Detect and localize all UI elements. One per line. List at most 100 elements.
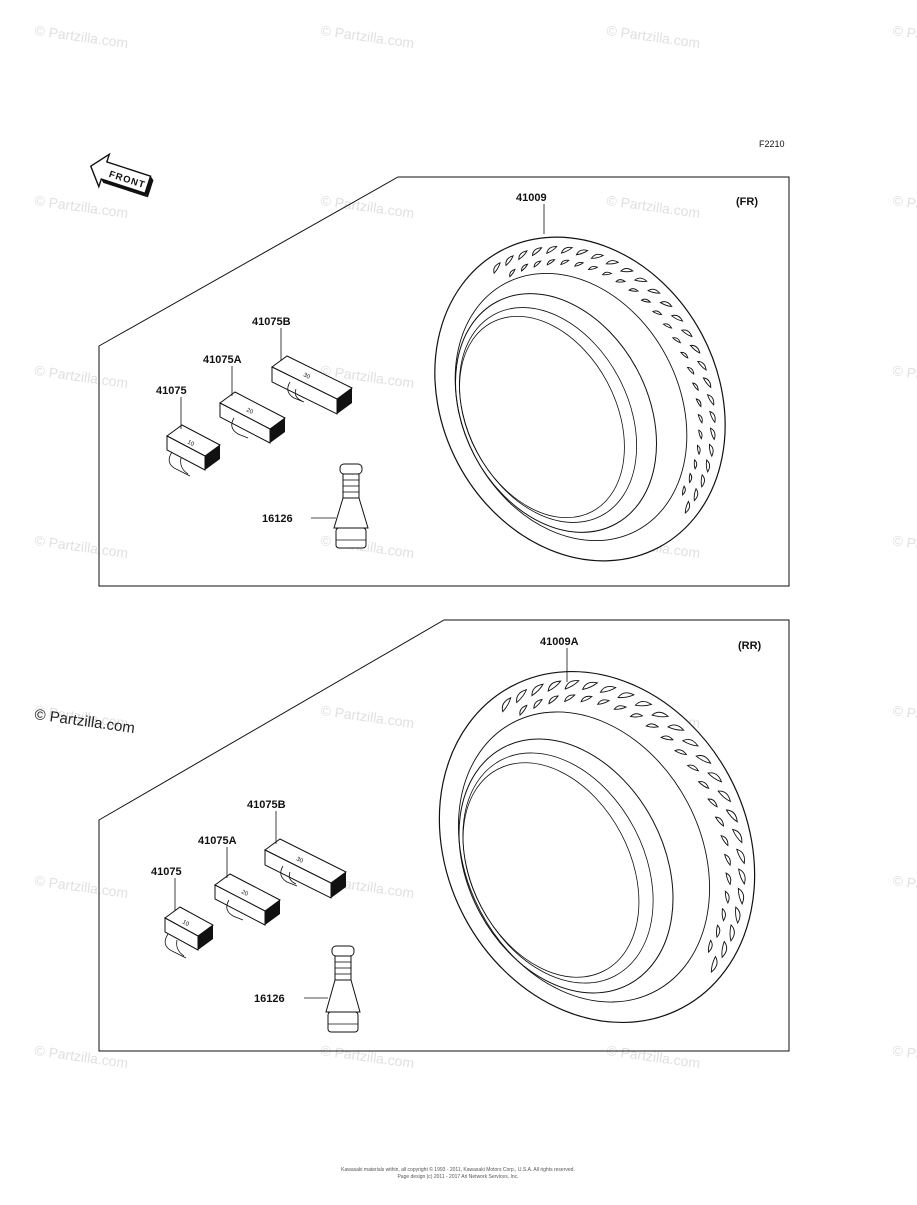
tread-block (709, 410, 716, 424)
tread-block (698, 429, 703, 440)
front-weight-41075-mark: 10 (186, 439, 195, 448)
tread-block (720, 835, 729, 847)
rear-valve-stem[interactable] (325, 945, 361, 1033)
tread-block (629, 713, 644, 718)
tread-block (689, 344, 701, 354)
copyright-line-2: Page design (c) 2011 - 2017 Ari Network … (397, 1174, 518, 1180)
front-panel-frame (98, 176, 790, 587)
rear-valve-part-number: 16126 (254, 993, 285, 1005)
tread-block (493, 261, 501, 275)
tread-block (564, 694, 576, 703)
tread-block (519, 704, 528, 717)
tread-block (696, 444, 701, 456)
tread-block (662, 323, 673, 329)
tread-block (693, 487, 699, 502)
rear-tire[interactable] (379, 616, 815, 1078)
rear-weight-41075a-mark: 20 (240, 889, 249, 898)
tread-block (521, 263, 529, 272)
watermark-repeat: © Partzilla.com (320, 1042, 416, 1071)
tread-block (697, 781, 710, 790)
tread-block (686, 764, 700, 772)
front-position-label: (FR) (736, 196, 758, 208)
tread-block (634, 701, 653, 707)
tread-block (729, 923, 735, 942)
tread-block (547, 680, 562, 692)
tread-block (651, 711, 670, 718)
watermark-repeat: © Partzilla.com (34, 1042, 130, 1071)
watermark-repeat: © Partzilla.com (892, 192, 917, 221)
tread-block (738, 868, 746, 885)
tread-block (580, 695, 593, 703)
tread-block (680, 329, 693, 338)
watermark-repeat: © Partzilla.com (34, 192, 130, 221)
tread-block (619, 268, 634, 273)
tread-block (660, 735, 674, 741)
tread-block (714, 816, 725, 827)
watermark-repeat: © Partzilla.com (892, 22, 917, 51)
tread-block (670, 314, 684, 322)
tread-block (518, 250, 528, 261)
front-weight-41075[interactable]: 10 (166, 424, 221, 477)
front-weight-41075b-part-number: 41075B (252, 316, 291, 328)
tread-block (575, 249, 589, 256)
tread-block (688, 472, 693, 484)
front-weight-41075b-mark: 30 (302, 372, 311, 381)
tread-block (671, 337, 682, 344)
tread-block (546, 259, 556, 266)
tread-block (682, 485, 686, 496)
tread-block (716, 924, 721, 939)
tread-block (737, 887, 745, 905)
tread-block (581, 681, 599, 691)
rear-weight-41075b[interactable]: 30 (264, 838, 347, 899)
tread-block (573, 261, 585, 267)
tread-block (651, 310, 663, 316)
tread-block (707, 939, 713, 954)
tread-block (731, 828, 743, 844)
front-valve-stem[interactable] (333, 463, 369, 549)
rear-weight-41075-mark: 10 (181, 919, 190, 928)
front-tire-tread (493, 246, 716, 514)
tread-block (509, 268, 516, 278)
front-panel: (FR) 41009 30 41075B 20 (98, 176, 790, 612)
tread-block (533, 260, 542, 268)
watermark-repeat: © Partzilla.com (320, 22, 416, 51)
watermark-repeat: © Partzilla.com (34, 22, 130, 51)
tread-block (587, 266, 599, 271)
tread-block (605, 260, 620, 265)
rear-weight-41075-part-number: 41075 (151, 866, 182, 878)
tread-block (724, 890, 730, 905)
rear-weight-41075a[interactable]: 20 (214, 873, 281, 926)
tread-block (615, 279, 627, 283)
watermark-repeat: © Partzilla.com (892, 362, 917, 391)
tread-block (659, 301, 673, 307)
watermark-repeat: © Partzilla.com (34, 872, 130, 901)
tread-block (697, 413, 703, 424)
front-weight-41075a-part-number: 41075A (203, 354, 242, 366)
watermark-repeat: © Partzilla.com (892, 702, 917, 731)
watermark-repeat: © Partzilla.com (606, 22, 702, 51)
tread-block (721, 907, 726, 922)
tread-block (725, 809, 738, 823)
rear-panel-frame (98, 619, 790, 1052)
tread-block (707, 772, 723, 783)
front-weight-41075a[interactable]: 20 (219, 391, 286, 444)
tread-block (736, 848, 745, 865)
tread-block (548, 695, 559, 705)
rear-weight-41075[interactable]: 10 (164, 906, 214, 959)
tread-block (710, 955, 718, 973)
tread-block (590, 253, 605, 259)
watermark-repeat: © Partzilla.com (606, 1042, 702, 1071)
tread-block (721, 940, 728, 959)
front-tire-part-number: 41009 (516, 192, 547, 204)
tread-block (679, 351, 689, 359)
front-weight-41075b[interactable]: 30 (271, 355, 353, 415)
front-direction-arrow: FRONT (89, 152, 154, 198)
tread-block (531, 683, 544, 697)
rear-tire-tread (501, 680, 746, 973)
tread-block (693, 458, 698, 470)
tread-block (599, 686, 617, 693)
tread-block (613, 705, 628, 710)
front-tire[interactable] (379, 186, 780, 612)
tread-block (531, 247, 543, 257)
